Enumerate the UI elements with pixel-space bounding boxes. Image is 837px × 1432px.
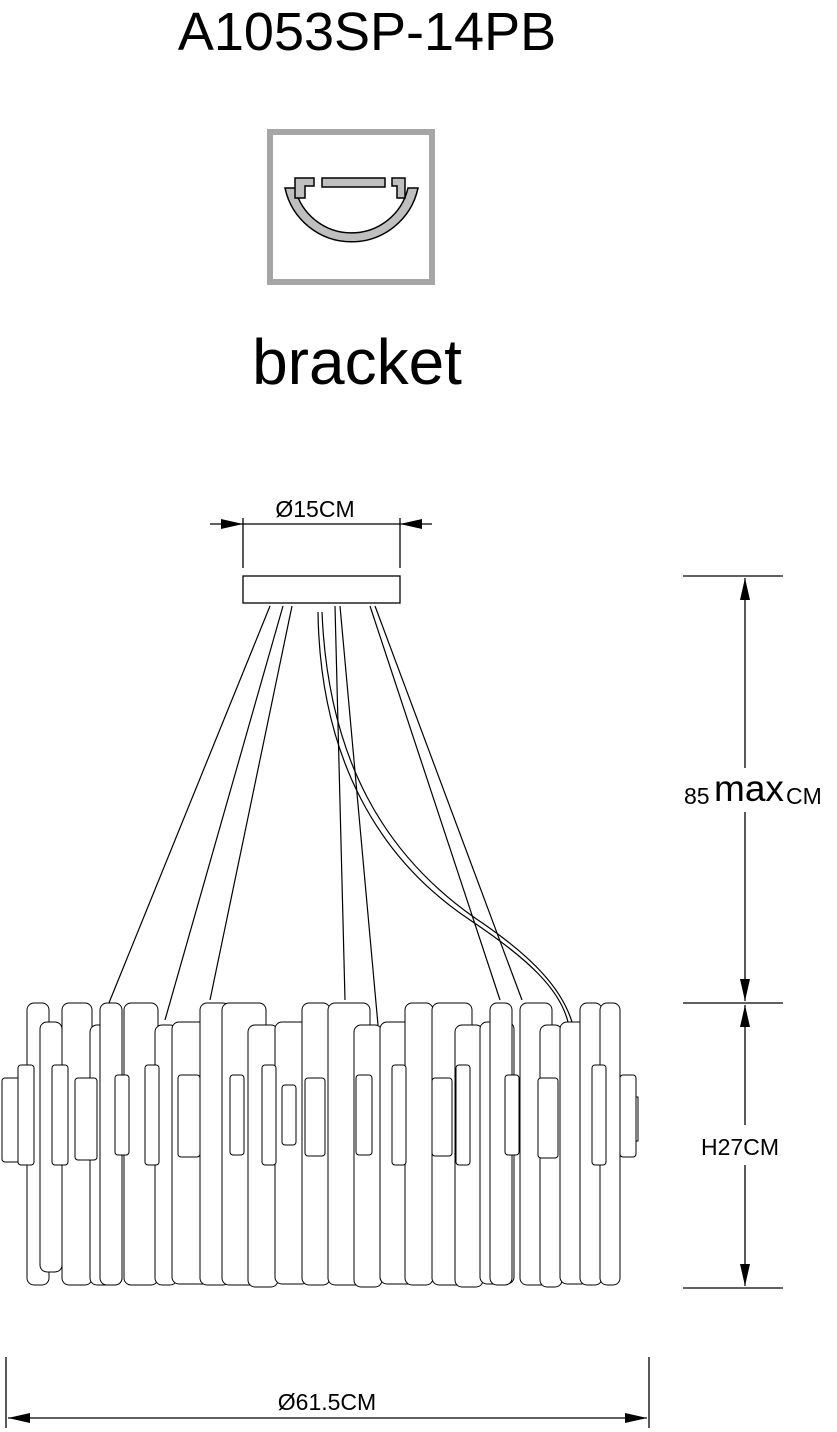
canopy-diameter-label: Ø15CM <box>275 496 354 522</box>
height-max-word: max <box>714 768 784 809</box>
power-wire <box>317 611 569 1023</box>
crystal-block <box>281 1084 297 1146</box>
crystal-block <box>455 1064 471 1166</box>
cable <box>369 605 501 1001</box>
height-dimensions <box>683 575 783 1289</box>
crystal-block <box>537 1077 559 1159</box>
bracket-icon <box>267 129 435 285</box>
crystal-block <box>391 1064 407 1166</box>
suspension-cables <box>99 605 573 1026</box>
body-height-label: H27CM <box>701 1134 779 1160</box>
crystal-block <box>304 1077 326 1157</box>
cable <box>334 605 346 1001</box>
body-diameter-dimension <box>5 1357 650 1428</box>
canopy-dimension <box>210 518 432 568</box>
height-max-value: 85 <box>684 783 710 809</box>
canopy <box>242 575 401 604</box>
crystal-block <box>74 1077 98 1161</box>
crystal-block <box>114 1074 130 1156</box>
crystal-block <box>619 1074 637 1158</box>
crystal-block <box>431 1077 453 1157</box>
crystal-block <box>51 1064 69 1166</box>
crystal-block <box>591 1064 607 1166</box>
crystal-block <box>504 1074 520 1156</box>
crystal-block <box>144 1064 160 1166</box>
crystal-block <box>177 1074 201 1158</box>
power-wire <box>321 611 573 1023</box>
cable <box>164 605 284 1021</box>
model-title: A1053SP-14PB <box>178 2 556 62</box>
crystal-block <box>261 1064 277 1166</box>
bracket-label: bracket <box>252 326 462 398</box>
chandelier-body <box>1 1002 639 1288</box>
body-diameter-label: Ø61.5CM <box>278 1389 376 1415</box>
crystal-plate <box>353 1024 383 1288</box>
height-max-unit: CM <box>786 783 822 809</box>
crystal-block <box>355 1074 373 1156</box>
crystal-block <box>17 1064 35 1166</box>
cable <box>339 605 379 1026</box>
crystal-plate <box>404 1002 434 1286</box>
cable <box>209 605 293 1001</box>
crystal-block <box>229 1074 245 1156</box>
cable <box>99 605 271 1026</box>
